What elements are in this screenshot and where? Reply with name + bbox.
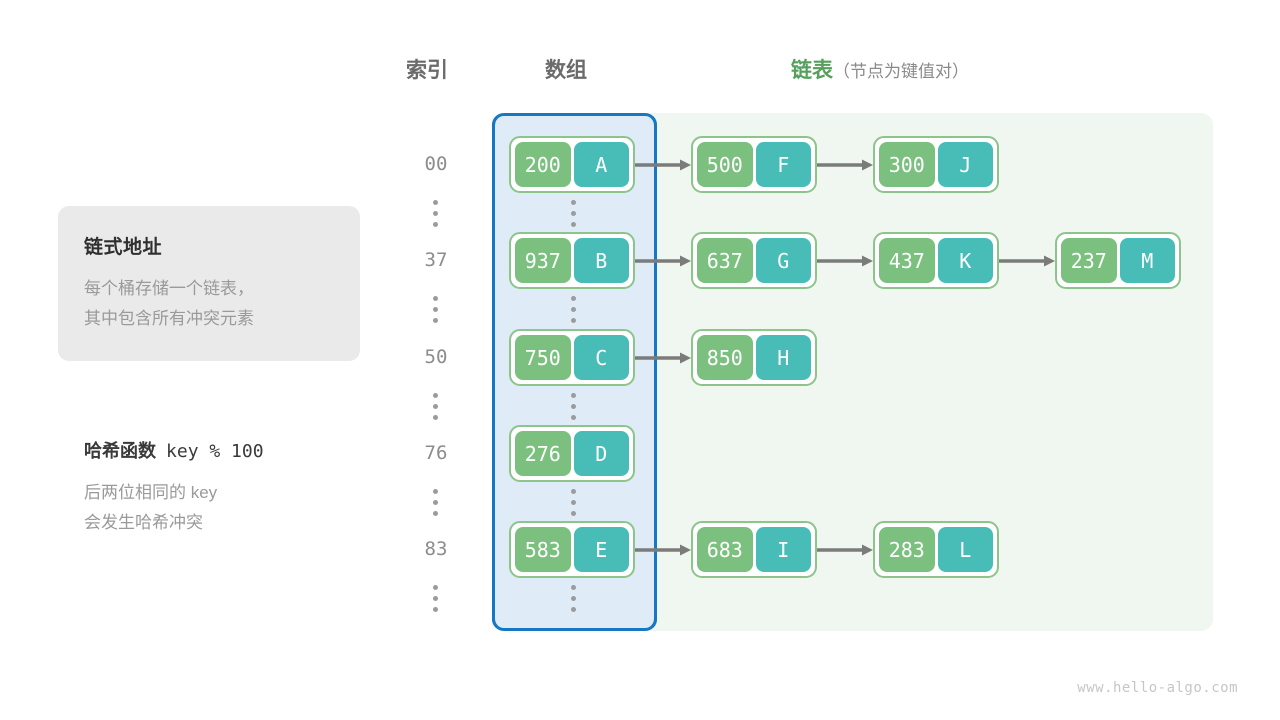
index-ellipsis-3: [433, 489, 439, 516]
node-key-cell: 300: [879, 142, 935, 187]
node-key-cell: 500: [697, 142, 753, 187]
header-linked-list-note: （节点为键值对）: [833, 62, 969, 81]
node-value-cell: M: [1119, 238, 1175, 283]
node-value-cell: A: [573, 142, 629, 187]
node-value-cell: I: [755, 527, 811, 572]
node-value-cell: F: [755, 142, 811, 187]
index-label-76: 76: [424, 441, 448, 464]
node-key-cell: 637: [697, 238, 753, 283]
node-value-cell: D: [573, 431, 629, 476]
header-linked-list: 链表（节点为键值对）: [791, 54, 969, 84]
array-ellipsis-2: [571, 393, 577, 420]
index-label-83: 83: [424, 537, 448, 560]
node-key-cell: 750: [515, 335, 571, 380]
hash-function-expression: key % 100: [166, 441, 264, 462]
node-key-cell: 850: [697, 335, 753, 380]
node-value-cell: J: [937, 142, 993, 187]
node-key-cell: 283: [879, 527, 935, 572]
index-label-50: 50: [424, 345, 448, 368]
hash-function-body: 后两位相同的 key 会发生哈希冲突: [84, 483, 218, 532]
header-array: 数组: [545, 59, 587, 82]
array-ellipsis-4: [571, 585, 577, 612]
index-ellipsis-0: [433, 200, 439, 227]
node-value-cell: C: [573, 335, 629, 380]
node-value-cell: K: [937, 238, 993, 283]
node-key-cell: 937: [515, 238, 571, 283]
info-card-title: 链式地址: [84, 237, 163, 258]
index-ellipsis-2: [433, 393, 439, 420]
node-value-cell: B: [573, 238, 629, 283]
node-key-cell: 276: [515, 431, 571, 476]
index-ellipsis-4: [433, 585, 439, 612]
index-ellipsis-1: [433, 296, 439, 323]
index-label-37: 37: [424, 248, 448, 271]
node-value-cell: E: [573, 527, 629, 572]
node-key-cell: 437: [879, 238, 935, 283]
header-index: 索引: [406, 59, 448, 82]
node-key-cell: 237: [1061, 238, 1117, 283]
hash-function-label: 哈希函数: [84, 441, 156, 461]
watermark: www.hello-algo.com: [1077, 680, 1238, 696]
node-key-cell: 583: [515, 527, 571, 572]
node-key-cell: 683: [697, 527, 753, 572]
info-card-body: 每个桶存储一个链表， 其中包含所有冲突元素: [84, 279, 254, 328]
array-ellipsis-0: [571, 200, 577, 227]
node-key-cell: 200: [515, 142, 571, 187]
array-ellipsis-1: [571, 296, 577, 323]
header-linked-list-strong: 链表: [791, 59, 833, 82]
node-value-cell: G: [755, 238, 811, 283]
index-label-00: 00: [424, 152, 448, 175]
hash-function-title: 哈希函数 key % 100: [84, 437, 264, 463]
node-value-cell: H: [755, 335, 811, 380]
node-value-cell: L: [937, 527, 993, 572]
array-ellipsis-3: [571, 489, 577, 516]
info-card: 链式地址 每个桶存储一个链表， 其中包含所有冲突元素: [58, 206, 360, 361]
